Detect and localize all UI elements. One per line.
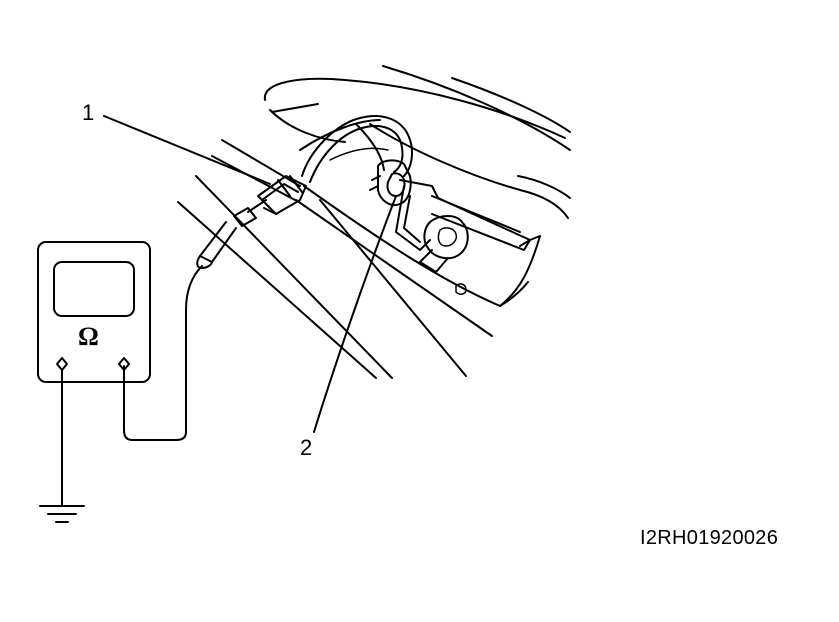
callout-leaders bbox=[103, 115, 397, 433]
figure-identifier: I2RH01920026 bbox=[640, 527, 779, 549]
ground-symbol bbox=[39, 369, 85, 523]
test-probe bbox=[123, 199, 267, 441]
latch-assembly bbox=[395, 179, 531, 295]
callout-number-2: 2 bbox=[300, 435, 313, 460]
wiring-connector bbox=[257, 175, 307, 215]
ohmmeter bbox=[37, 241, 151, 383]
latch-switch bbox=[369, 159, 412, 206]
vehicle-body-lines bbox=[177, 65, 571, 379]
callout-number-1: 1 bbox=[82, 100, 95, 125]
wire-harness bbox=[301, 115, 413, 183]
ohm-unit-symbol: Ω bbox=[78, 322, 99, 351]
